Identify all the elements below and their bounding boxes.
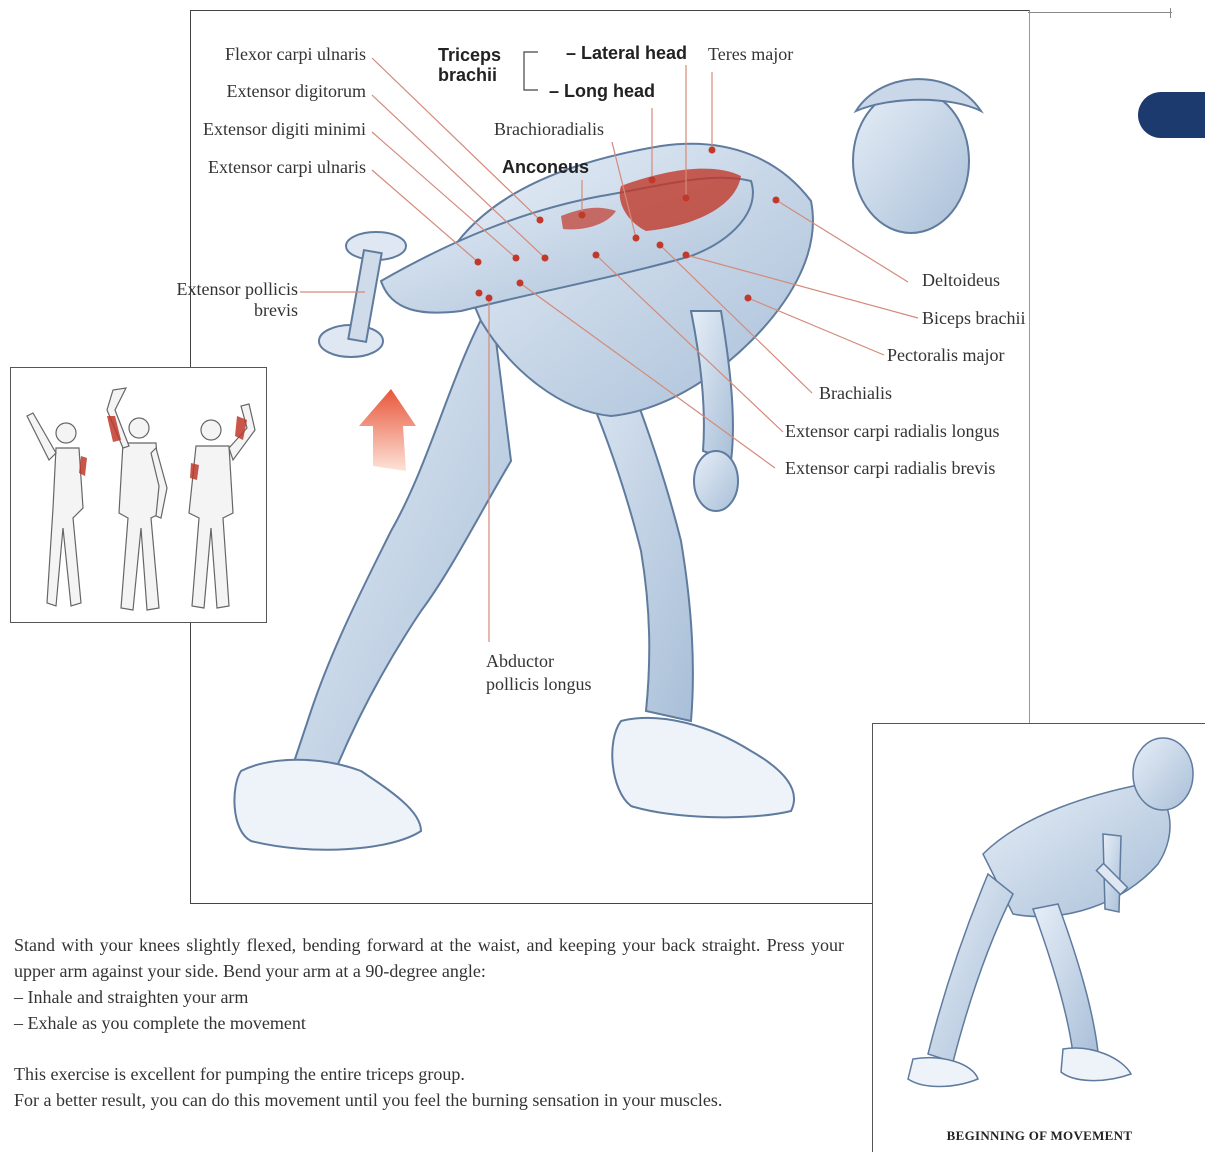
label-long-head: – Long head xyxy=(549,81,655,101)
label-extensor-carpi-radialis-brevis: Extensor carpi radialis brevis xyxy=(785,458,995,478)
label-abductor-pollicis-longus-line2: pollicis longus xyxy=(486,674,592,694)
instruction-paragraph-1: Stand with your knees slightly flexed, b… xyxy=(14,932,844,984)
inset-beginning-of-movement: BEGINNING OF MOVEMENT xyxy=(872,723,1205,1152)
label-anconeus: Anconeus xyxy=(502,157,589,177)
top-rule-tick xyxy=(1170,8,1171,18)
starting-position-illustration xyxy=(873,724,1205,1124)
label-extensor-carpi-radialis-longus: Extensor carpi radialis longus xyxy=(785,421,999,441)
label-teres-major: Teres major xyxy=(708,44,793,64)
chapter-tab xyxy=(1138,92,1205,138)
label-brachialis: Brachialis xyxy=(819,383,892,403)
inset-caption: BEGINNING OF MOVEMENT xyxy=(873,1128,1205,1144)
label-extensor-pollicis-brevis-line2: brevis xyxy=(254,300,298,320)
instruction-step-exhale: – Exhale as you complete the movement xyxy=(14,1010,844,1036)
label-flexor-carpi-ulnaris: Flexor carpi ulnaris xyxy=(225,44,366,64)
label-triceps-line1: Triceps xyxy=(438,45,501,65)
label-triceps-line2: brachii xyxy=(438,65,497,85)
anatomy-thumbnail xyxy=(10,367,267,623)
label-extensor-carpi-ulnaris: Extensor carpi ulnaris xyxy=(208,157,366,177)
label-brachioradialis: Brachioradialis xyxy=(494,119,604,139)
label-lateral-head: – Lateral head xyxy=(566,43,687,63)
label-pectoralis-major: Pectoralis major xyxy=(887,345,1004,365)
three-figure-anatomy-illustration xyxy=(11,368,266,622)
exercise-instructions: Stand with your knees slightly flexed, b… xyxy=(14,932,844,1113)
label-extensor-digitorum: Extensor digitorum xyxy=(227,81,366,101)
instruction-paragraph-2-line1: This exercise is excellent for pumping t… xyxy=(14,1061,844,1087)
top-rule-divider xyxy=(1028,12,1172,13)
label-extensor-pollicis-brevis-line1: Extensor pollicis xyxy=(177,279,298,299)
instruction-paragraph-2-line2: For a better result, you can do this mov… xyxy=(14,1087,844,1113)
movement-arrow-icon xyxy=(359,389,416,471)
instruction-step-inhale: – Inhale and straighten your arm xyxy=(14,984,844,1010)
label-biceps-brachii: Biceps brachii xyxy=(922,308,1025,328)
label-extensor-digiti-minimi: Extensor digiti minimi xyxy=(203,119,366,139)
label-deltoideus: Deltoideus xyxy=(922,270,1000,290)
label-abductor-pollicis-longus-line1: Abductor xyxy=(486,651,554,671)
